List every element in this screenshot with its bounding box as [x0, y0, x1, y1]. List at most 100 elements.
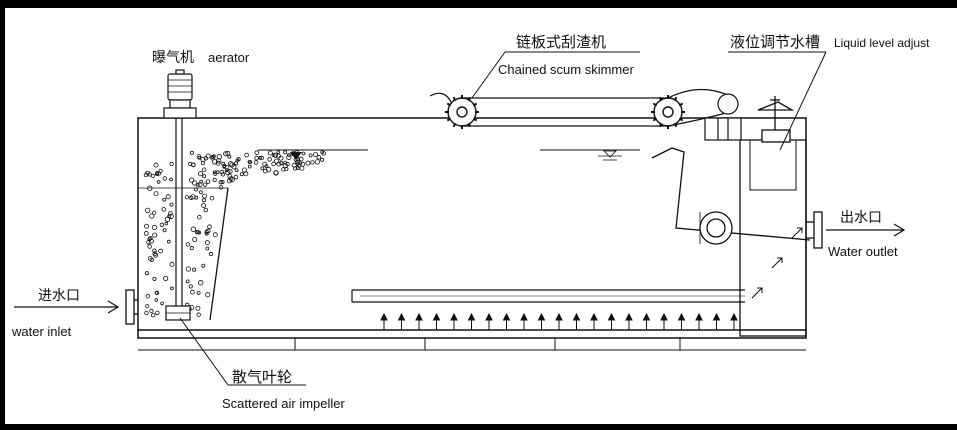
air-bubble [166, 239, 171, 244]
air-bubble [205, 292, 211, 298]
air-bubble [267, 150, 273, 156]
air-bubble [244, 152, 249, 158]
air-bubble [253, 160, 259, 165]
aerator-shaft [175, 118, 183, 308]
sprocket-teeth [445, 95, 685, 129]
air-bubble [263, 168, 268, 174]
air-bubble [205, 179, 211, 184]
air-bubble [281, 167, 286, 172]
air-bubble [220, 180, 225, 185]
air-bubble [305, 160, 311, 166]
sprocket-tooth [446, 117, 452, 122]
level-adjust-label-cn: 液位调节水槽 [730, 33, 820, 51]
air-bubble [308, 153, 313, 158]
sprocket-tooth [673, 96, 678, 102]
sprocket-tooth [472, 117, 478, 122]
rising-flow-arrow [625, 312, 633, 330]
air-bubble [199, 190, 203, 195]
air-bubble [169, 177, 173, 182]
air-bubble [196, 154, 202, 159]
air-bubble [160, 301, 164, 306]
air-bubble [196, 290, 201, 295]
air-bubble [205, 246, 210, 251]
air-bubble [161, 207, 167, 212]
air-bubble [162, 197, 167, 202]
air-bubble [197, 214, 202, 220]
air-bubble [148, 235, 153, 241]
sprocket-tooth [446, 102, 452, 107]
aerator-label-en: aerator [208, 50, 250, 65]
air-bubble [235, 158, 240, 163]
air-bubble [162, 275, 169, 282]
rising-flow-arrow [590, 312, 598, 330]
air-bubble [262, 161, 268, 167]
air-bubble [189, 150, 194, 155]
air-bubble [201, 167, 207, 172]
sprocket-tooth [452, 122, 457, 128]
rising-flow-arrow [695, 312, 703, 330]
air-bubble [283, 150, 288, 155]
air-bubble [145, 304, 150, 309]
air-bubbles [143, 150, 327, 318]
air-bubble [144, 223, 150, 229]
air-bubble [222, 164, 227, 168]
water-level-lines [258, 149, 640, 161]
air-bubble [254, 155, 259, 161]
sprocket-tooth [678, 102, 684, 107]
air-bubble [195, 305, 201, 311]
air-bubble [144, 207, 151, 214]
air-bubble [198, 171, 204, 177]
rising-flow-arrow [677, 312, 686, 330]
rising-flow-arrow [485, 312, 493, 330]
air-bubble [152, 276, 157, 281]
air-bubble [247, 160, 252, 164]
air-bubble [226, 178, 232, 184]
air-bubble [197, 230, 202, 235]
air-bubble [146, 240, 151, 245]
sprocket-tooth [467, 122, 472, 128]
air-bubble [320, 157, 325, 162]
inlet-label-cn: 进水口 [38, 288, 80, 304]
air-bubble [227, 168, 233, 174]
air-bubble [194, 230, 199, 235]
level-adjust-label-en: Liquid level adjust [834, 36, 930, 50]
sprocket-tooth [652, 117, 658, 122]
air-bubble [156, 180, 161, 184]
air-bubble [215, 160, 221, 166]
sprocket-tooth [658, 122, 663, 128]
air-bubble [165, 194, 171, 200]
impeller-label-cn: 散气叶轮 [232, 368, 292, 386]
level-adjust-chamber [739, 139, 807, 337]
air-bubble [310, 160, 315, 165]
air-bubble [152, 210, 157, 215]
skimmer-drive [667, 88, 742, 141]
air-bubble [283, 160, 287, 165]
air-bubble [313, 152, 318, 158]
air-bubble [144, 271, 149, 276]
air-bubble [254, 150, 260, 156]
air-bubble [143, 231, 149, 236]
air-bubble [158, 248, 163, 254]
air-bubble [203, 207, 209, 213]
frame-top [0, 0, 957, 8]
water-level-marker [290, 152, 302, 160]
air-bubble [189, 246, 194, 251]
frame-bottom [0, 424, 957, 430]
air-bubble [184, 195, 189, 200]
air-bubble [164, 216, 171, 222]
air-bubble [243, 171, 249, 177]
chamber-flow-arrows [751, 227, 803, 299]
rising-flow-arrow [572, 312, 581, 330]
air-bubble [169, 161, 174, 167]
air-bubble [314, 159, 320, 165]
inlet-flange [125, 289, 138, 325]
air-bubble [185, 279, 190, 284]
air-bubble [221, 161, 226, 166]
sprocket-tooth [472, 102, 478, 107]
impeller-label-en: Scattered air impeller [222, 396, 345, 411]
air-bubble [156, 171, 161, 176]
air-bubble [233, 174, 239, 180]
air-bubble [198, 280, 204, 286]
